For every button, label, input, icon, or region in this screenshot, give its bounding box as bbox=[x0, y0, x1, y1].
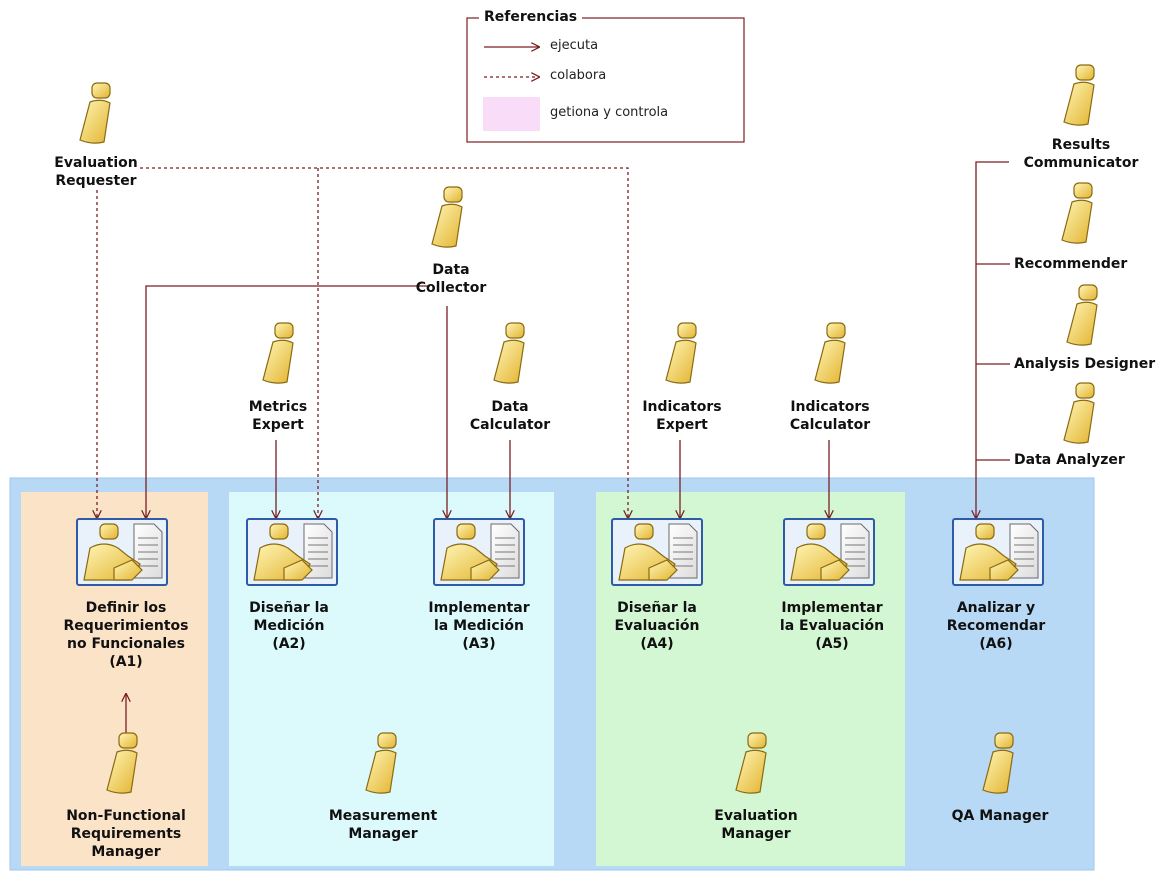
activity-a1-icon bbox=[76, 518, 168, 586]
evaluation-requester-icon bbox=[79, 82, 111, 144]
activity-a6-icon bbox=[952, 518, 1044, 586]
indicators-expert-icon bbox=[665, 322, 697, 384]
arrow-results-team-a6 bbox=[976, 161, 1009, 518]
results-communicator-icon bbox=[1063, 64, 1095, 126]
activity-a2-icon bbox=[246, 518, 338, 586]
data-collector-icon bbox=[431, 186, 463, 248]
actor-label-analysis-designer: Analysis Designer bbox=[1014, 356, 1156, 372]
legend-manages-label: getiona y controla bbox=[550, 105, 669, 120]
activity-a3-icon bbox=[433, 518, 525, 586]
actor-label-recommender: Recommender bbox=[1014, 256, 1128, 272]
legend-executes-label: ejecuta bbox=[550, 38, 599, 53]
legend-manages-swatch bbox=[483, 97, 540, 131]
activity-a5-icon bbox=[783, 518, 875, 586]
data-calculator-icon bbox=[493, 322, 525, 384]
arrow-data-collector-a1 bbox=[146, 285, 430, 518]
legend-collaborates-label: colabora bbox=[550, 68, 607, 83]
manager-label-qa: QA Manager bbox=[951, 808, 1049, 824]
legend-title: Referencias bbox=[479, 9, 583, 25]
data-analyzer-icon bbox=[1063, 382, 1095, 444]
arrow-requester-a4 bbox=[140, 167, 628, 518]
analysis-designer-icon bbox=[1066, 284, 1098, 346]
activity-a4-icon bbox=[611, 518, 703, 586]
metrics-expert-icon bbox=[262, 322, 294, 384]
indicators-calculator-icon bbox=[814, 322, 846, 384]
recommender-icon bbox=[1061, 182, 1093, 244]
legend bbox=[466, 17, 745, 143]
actor-label-data-analyzer: Data Analyzer bbox=[1014, 452, 1125, 468]
